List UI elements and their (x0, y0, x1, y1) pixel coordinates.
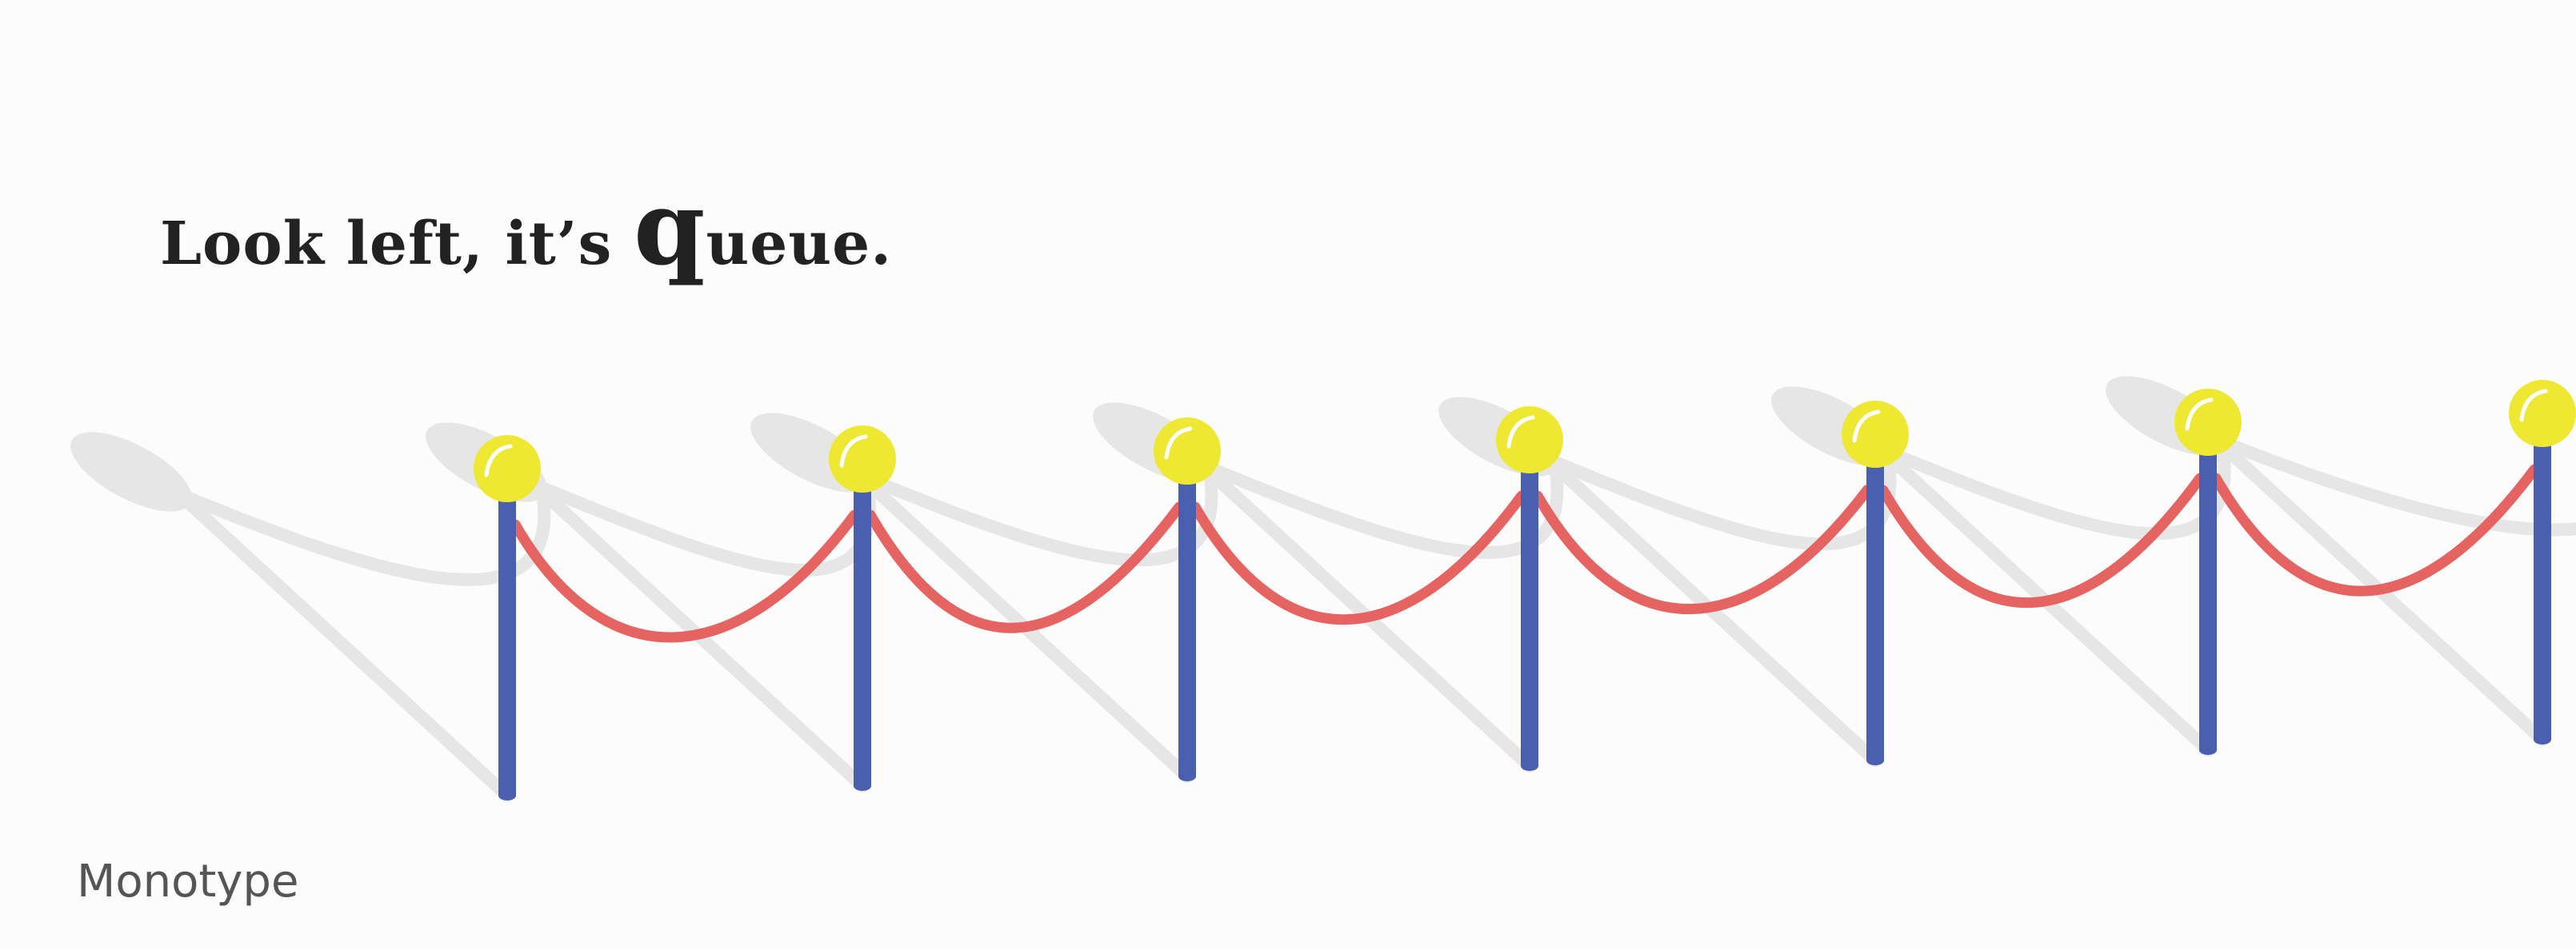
post (498, 485, 516, 796)
headline-text-end: ueue. (706, 210, 893, 278)
knob-highlight (1164, 426, 1193, 460)
knob-shadow (70, 432, 192, 512)
post-shadow (173, 488, 514, 802)
rope (1532, 485, 1873, 614)
post-knob (1154, 417, 1221, 485)
rope (510, 509, 860, 643)
rope-shadow (173, 486, 551, 586)
post (2199, 438, 2217, 750)
post-base (2199, 745, 2217, 755)
knob-highlight (2519, 389, 2548, 422)
knob-highlight (2185, 397, 2214, 431)
headline-big-q: q (634, 169, 706, 289)
post-knob (1842, 401, 1909, 468)
post-base (1178, 772, 1196, 781)
knob-highlight (1506, 415, 1535, 449)
post-knob (2174, 389, 2242, 456)
brand-logo: Monotype (77, 856, 299, 908)
rope (2210, 464, 2540, 597)
post-base (2534, 735, 2551, 744)
post (2534, 429, 2551, 740)
post-base (1866, 756, 1884, 765)
post-knob (474, 435, 541, 502)
rope (865, 501, 1185, 633)
knob-highlight (839, 434, 868, 468)
post-knob (829, 425, 896, 493)
knob-highlight (1852, 409, 1881, 443)
headline: Look left, it’s queue. (160, 178, 892, 280)
knob-highlight (484, 444, 513, 477)
post (854, 475, 871, 786)
post (1521, 456, 1538, 766)
rope (1190, 490, 1527, 625)
post (1178, 467, 1196, 776)
post (1866, 450, 1884, 760)
rope (1878, 473, 2206, 609)
rope-shadow (2208, 432, 2576, 537)
post-base (854, 781, 871, 791)
barrier-posts (474, 380, 2576, 800)
post-base (498, 791, 516, 800)
post-base (1521, 761, 1538, 771)
rope-shadow (1874, 440, 2231, 541)
headline-text-start: Look left, it’s (160, 210, 634, 278)
rope-shadow (1541, 450, 1897, 551)
barrier-ropes (510, 464, 2540, 643)
post-knob (2509, 380, 2576, 447)
post-knob (1496, 406, 1563, 473)
